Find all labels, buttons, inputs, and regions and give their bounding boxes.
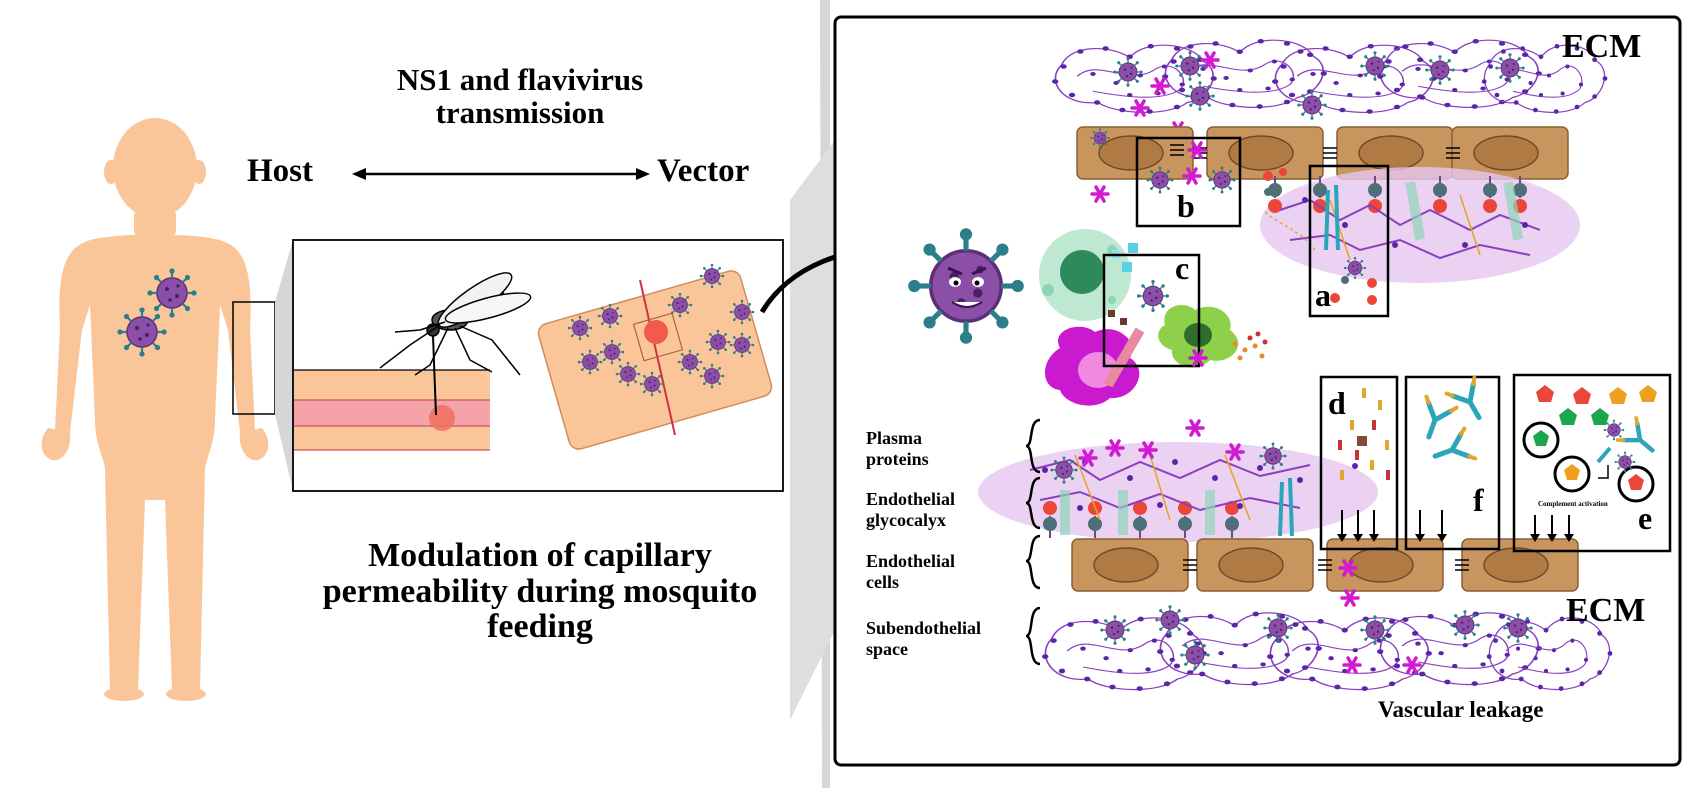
skin-cross-section — [294, 369, 490, 451]
layer-label-line: Plasma — [866, 428, 922, 448]
panel-box-e — [1512, 373, 1672, 553]
complement-activation-label: Complement activation — [1538, 500, 1608, 508]
title-line-2: transmission — [435, 94, 605, 130]
dengue-virus-large — [908, 228, 1024, 344]
layer-label-line: Subendothelial — [866, 618, 982, 638]
panel-e-content — [1522, 385, 1662, 542]
glycocalyx-bottom-molecules — [1029, 419, 1311, 539]
virus-in-body-1 — [146, 267, 198, 319]
panel-letter-e: e — [1638, 500, 1653, 536]
vector-label: Vector — [657, 153, 750, 189]
layer-label-line: space — [866, 638, 908, 659]
vascular-leakage-label: Vascular leakage — [1378, 697, 1544, 722]
panel-letter-d: d — [1328, 385, 1346, 421]
glycocalyx-top-molecules — [1264, 175, 1541, 261]
layer-label-line: Endothelial — [866, 551, 956, 571]
virus-in-body-2 — [116, 306, 168, 358]
layer-label-line: cells — [866, 571, 899, 592]
panel-letter-f: f — [1473, 482, 1484, 518]
mosquito-icon — [379, 272, 532, 416]
panel-box-f — [1404, 375, 1501, 551]
ecm-bottom-label: ECM — [1566, 592, 1646, 629]
panel-a-content — [1324, 184, 1377, 305]
panel-d-content — [1337, 388, 1390, 542]
layer-label-line: glycocalyx — [866, 509, 946, 530]
layer-label-line: Endothelial — [866, 489, 956, 509]
glycocalyx-bottom — [978, 442, 1378, 542]
label-subendothelial-space: Subendothelial space — [866, 618, 981, 659]
zoom-wedge-right-panel — [790, 140, 835, 720]
panel-letter-b: b — [1177, 188, 1195, 224]
panel-letter-a: a — [1315, 277, 1331, 313]
ecm-top-label: ECM — [1562, 28, 1642, 65]
title-capillary-permeability: Modulation of capillary permeability dur… — [290, 538, 790, 645]
bottom-title-line-1: Modulation of capillary — [368, 537, 712, 574]
layer-braces — [1025, 418, 1041, 666]
panel-b-content — [1090, 141, 1287, 203]
panel-box-d — [1319, 375, 1399, 551]
layer-label-line: proteins — [866, 448, 929, 469]
label-plasma-proteins: Plasma proteins — [866, 428, 929, 469]
arrow-head-right — [636, 168, 650, 180]
panel-box-b — [1135, 136, 1242, 228]
title-ns1-transmission: NS1 and flavivirus transmission — [330, 62, 710, 130]
skin-zoom-panel — [537, 270, 773, 450]
immune-cells — [1039, 229, 1268, 406]
host-label: Host — [247, 153, 313, 189]
title-line-1: NS1 and flavivirus — [396, 62, 644, 97]
label-endothelial-glycocalyx: Endothelial glycocalyx — [866, 489, 955, 530]
panel-box-a — [1308, 164, 1390, 318]
bottom-title-line-3: feeding — [487, 608, 593, 646]
panel-f-content — [1414, 378, 1493, 542]
bottom-title-line-2: permeability during mosquito — [322, 572, 758, 610]
label-endothelial-cells: Endothelial cells — [866, 551, 955, 592]
human-body-silhouette — [41, 118, 269, 701]
arrow-head-left — [352, 168, 366, 180]
panel-letter-c: c — [1175, 250, 1190, 286]
panel-box-c — [1102, 253, 1201, 368]
zoom-wedge-left — [275, 240, 293, 491]
